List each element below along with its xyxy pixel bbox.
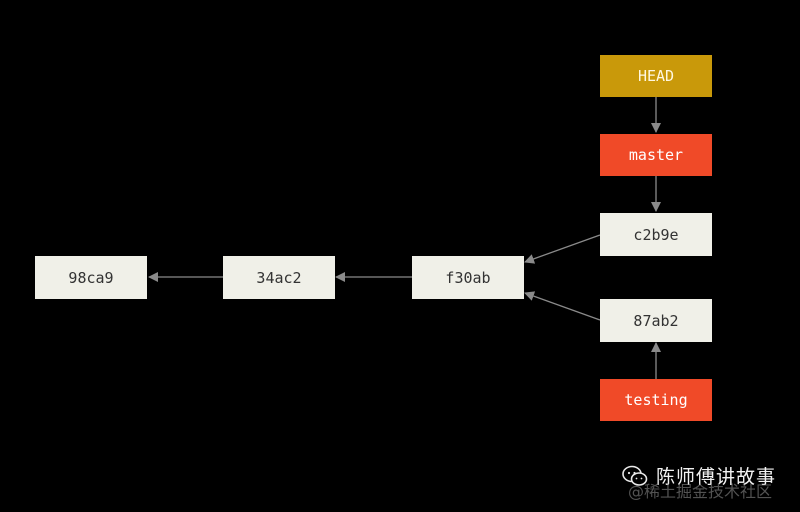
commit-label: 87ab2 xyxy=(633,311,679,330)
head-pointer: HEAD xyxy=(600,55,712,97)
watermark-title: 陈师傅讲故事 xyxy=(656,466,777,488)
commit-label: 34ac2 xyxy=(256,268,302,287)
watermark-subtitle: @稀土掘金技术社区 xyxy=(628,482,773,501)
commit-98ca9: 98ca9 xyxy=(35,256,147,299)
commit-c2b9e: c2b9e xyxy=(600,213,712,256)
arrow-87ab2-to-f30ab xyxy=(524,291,601,321)
branch-label-testing: testing xyxy=(624,391,688,409)
commit-label: f30ab xyxy=(445,268,491,287)
branch-label-master: master xyxy=(628,146,684,164)
commit-label: c2b9e xyxy=(633,225,679,244)
wechat-icon xyxy=(622,465,648,486)
branch-testing: testing xyxy=(600,379,712,421)
commit-87ab2: 87ab2 xyxy=(600,299,712,342)
watermark: 陈师傅讲故事 xyxy=(622,462,776,489)
commit-f30ab: f30ab xyxy=(412,256,524,299)
commit-label: 98ca9 xyxy=(68,268,114,287)
arrow-c2b9e-to-f30ab xyxy=(524,234,601,264)
head-label: HEAD xyxy=(637,67,675,85)
branch-master: master xyxy=(600,134,712,176)
commit-34ac2: 34ac2 xyxy=(223,256,335,299)
